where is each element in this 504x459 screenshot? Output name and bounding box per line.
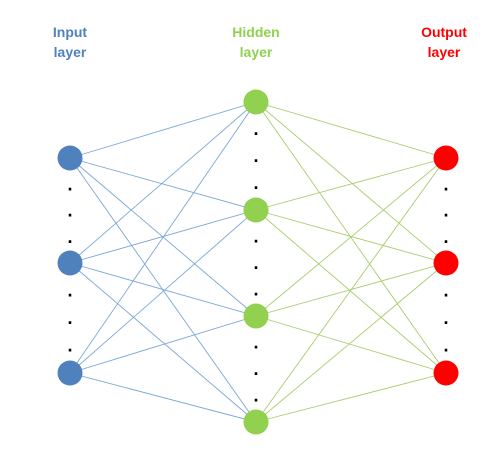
ellipsis-dot-hidden-1-2: .: [253, 253, 258, 273]
edge-input-2-to-3: [69, 372, 257, 423]
ellipsis-dot-hidden-0-3: .: [253, 173, 258, 193]
edge-input-1-to-1: [69, 209, 257, 264]
hidden-layer-label: Hidden layer: [201, 22, 311, 62]
edge-input-2-to-2: [69, 315, 257, 374]
edge-hidden-1-to-0: [255, 157, 447, 211]
edge-input-0-to-0: [69, 101, 257, 159]
ellipsis-dot-input-1-3: .: [67, 336, 72, 356]
input-node-1: [57, 250, 83, 276]
ellipsis-dot-output-1-1: .: [443, 281, 448, 301]
edge-hidden-0-to-0: [255, 101, 447, 159]
edge-hidden-2-to-2: [255, 315, 447, 374]
hidden-node-2: [243, 303, 269, 329]
edge-hidden-3-to-2: [255, 372, 447, 423]
output-layer-label-line2: layer: [427, 44, 461, 60]
edge-hidden-1-to-2: [255, 209, 447, 374]
ellipsis-dot-hidden-0-2: .: [253, 146, 258, 166]
edge-hidden-2-to-0: [255, 157, 447, 317]
connection-lines: [69, 101, 447, 423]
edge-input-0-to-1: [69, 157, 257, 211]
ellipsis-dot-input-1-1: .: [67, 281, 72, 301]
ellipsis-dot-output-1-2: .: [443, 308, 448, 328]
output-node-2: [433, 360, 459, 386]
input-layer-label: Input layer: [15, 22, 125, 62]
neuron-nodes: [57, 89, 459, 435]
edge-input-1-to-3: [69, 262, 257, 423]
output-layer-label-line1: Output: [421, 24, 467, 40]
edge-hidden-0-to-1: [255, 101, 447, 264]
ellipsis-dot-hidden-1-3: .: [253, 280, 258, 300]
output-node-0: [433, 145, 459, 171]
edge-input-2-to-1: [69, 209, 257, 374]
input-layer-label-line2: layer: [53, 44, 87, 60]
hidden-node-3: [243, 409, 269, 435]
ellipsis-dot-output-0-3: .: [443, 227, 448, 247]
hidden-node-1: [243, 197, 269, 223]
ellipsis-dot-input-0-1: .: [67, 174, 72, 194]
ellipsis-dot-input-0-2: .: [67, 201, 72, 221]
edge-input-0-to-3: [69, 157, 257, 423]
ellipsis-dots: .....................: [67, 119, 448, 406]
ellipsis-dot-hidden-2-1: .: [253, 333, 258, 353]
edge-input-2-to-0: [69, 101, 257, 374]
ellipsis-dot-hidden-2-3: .: [253, 386, 258, 406]
output-layer-label: Output layer: [389, 22, 499, 62]
hidden-layer-label-line1: Hidden: [232, 24, 280, 40]
output-node-1: [433, 250, 459, 276]
ellipsis-dot-output-0-1: .: [443, 174, 448, 194]
input-node-2: [57, 360, 83, 386]
hidden-node-0: [243, 89, 269, 115]
ellipsis-dot-hidden-0-1: .: [253, 119, 258, 139]
edge-hidden-3-to-0: [255, 157, 447, 423]
ellipsis-dot-output-1-3: .: [443, 336, 448, 356]
ellipsis-dot-hidden-1-1: .: [253, 227, 258, 247]
ellipsis-dot-hidden-2-2: .: [253, 359, 258, 379]
hidden-layer-label-line2: layer: [239, 44, 273, 60]
edge-input-1-to-2: [69, 262, 257, 317]
ellipsis-dot-output-0-2: .: [443, 201, 448, 221]
input-layer-label-line1: Input: [52, 24, 88, 40]
edge-hidden-3-to-1: [255, 262, 447, 423]
edge-input-1-to-0: [69, 101, 257, 264]
input-node-0: [57, 145, 83, 171]
ellipsis-dot-input-0-3: .: [67, 227, 72, 247]
ellipsis-dot-input-1-2: .: [67, 308, 72, 328]
